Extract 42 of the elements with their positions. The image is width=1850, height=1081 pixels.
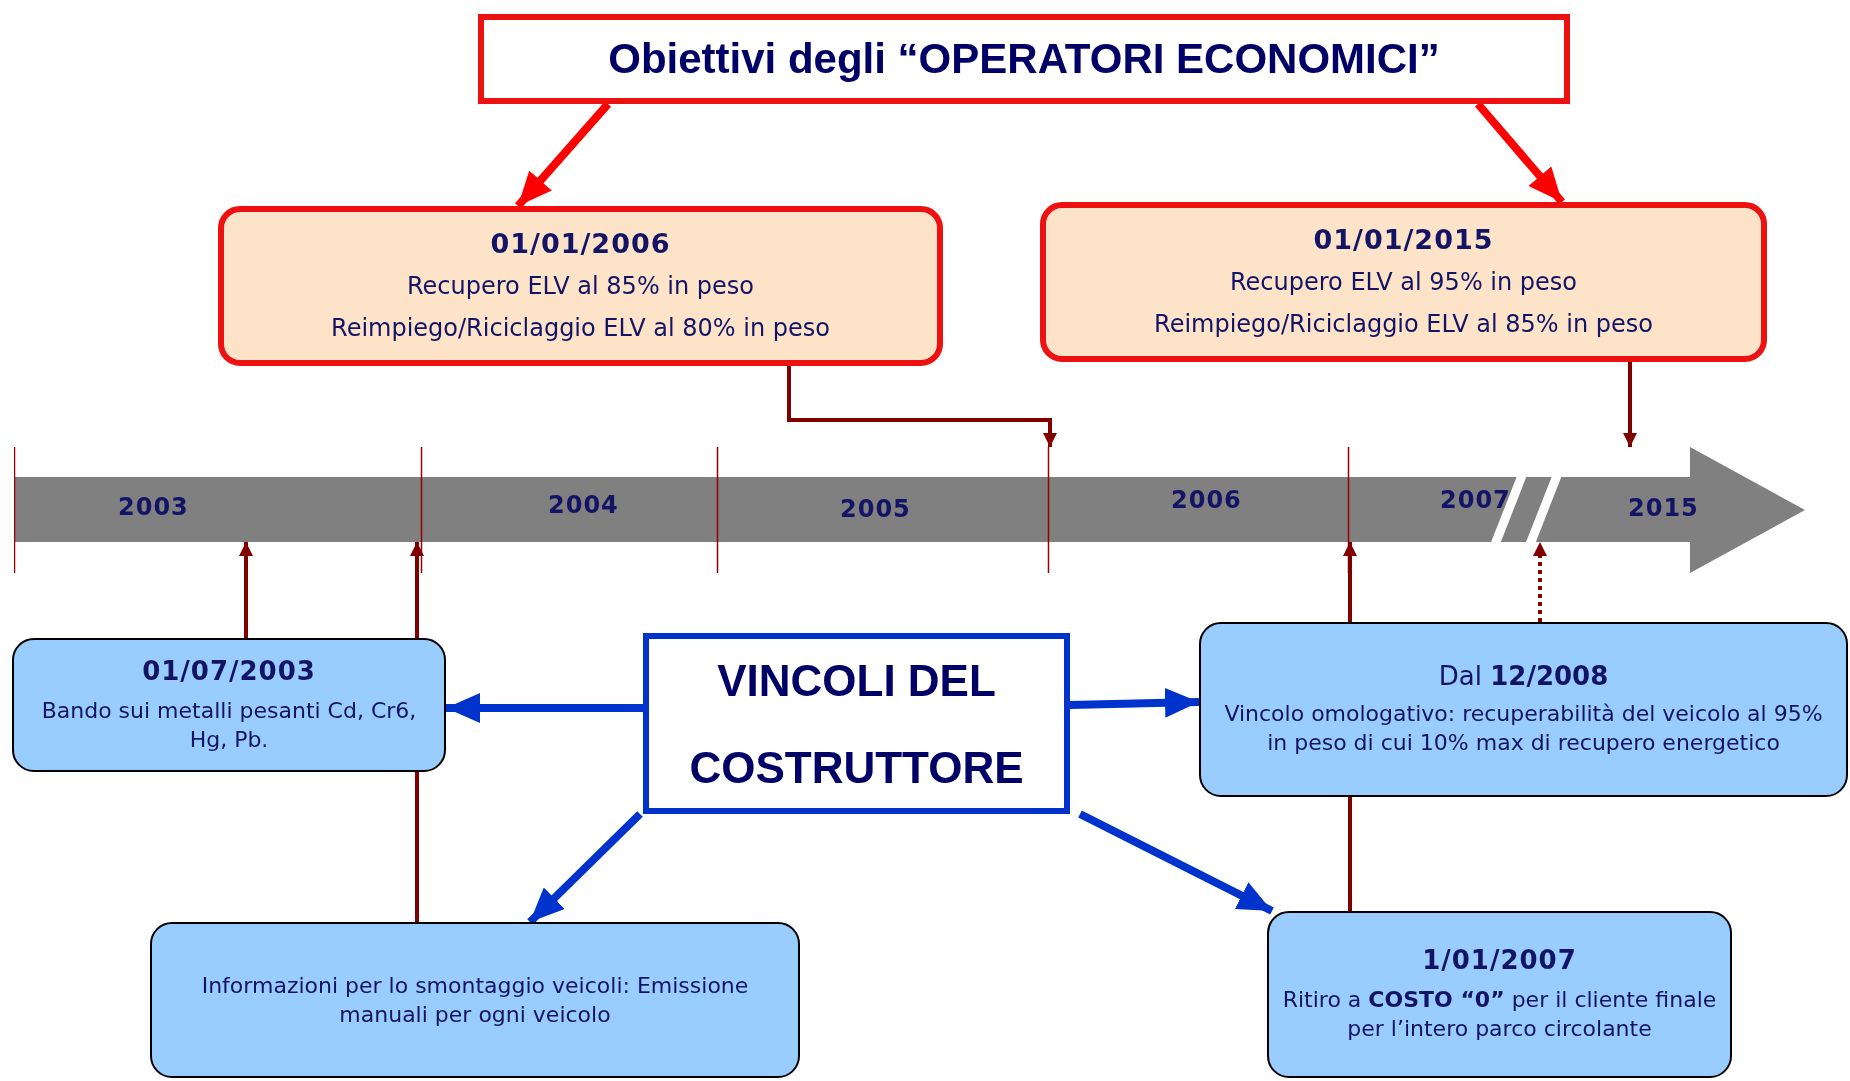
- arrow: [787, 366, 1057, 447]
- milestone-box: [1267, 911, 1732, 1078]
- body-text: Recupero ELV al 85% in peso: [406, 271, 754, 302]
- arrow: [527, 811, 643, 925]
- date-heading: 01/07/2003: [142, 656, 316, 686]
- year-label: 2015: [1628, 494, 1699, 522]
- body-text: Ritiro a COSTO “0” per il cliente finale per l’intero parco circolante: [1281, 986, 1718, 1043]
- year-label: 2003: [118, 493, 189, 521]
- arrow: [410, 542, 424, 638]
- heading-text: VINCOLI DEL COSTRUTTORE: [688, 654, 1025, 794]
- date-heading: 01/01/2015: [1313, 223, 1494, 257]
- title-box: [478, 14, 1570, 104]
- body-text: Bando sui metalli pesanti Cd, Cr6, Hg, Pb.: [40, 696, 418, 754]
- arrow: [515, 101, 611, 209]
- arrow: [446, 693, 643, 723]
- year-label: 2005: [840, 495, 911, 523]
- body-text: Reimpiego/Riciclaggio ELV al 80% in peso: [331, 313, 830, 344]
- arrow: [1078, 810, 1274, 915]
- body-text: Informazioni per lo smontaggio veicoli: Emissione manuali per ogni veicolo: [200, 972, 750, 1029]
- body-text: Recupero ELV al 95% in peso: [1229, 267, 1577, 298]
- arrow: [1069, 687, 1200, 718]
- arrow: [1533, 542, 1547, 622]
- body-text: Vincolo omologativo: recuperabilità del veicolo al 95% in peso di cui 10% max di recupero energetico: [1223, 700, 1824, 757]
- body-text: Reimpiego/Riciclaggio ELV al 85% in peso: [1154, 309, 1653, 340]
- arrow: [239, 542, 253, 638]
- milestone-box: [12, 638, 446, 772]
- arrow: [1343, 542, 1357, 622]
- date-heading: Dal 12/2008: [1438, 662, 1609, 691]
- timeline-arrow: [14, 447, 1805, 573]
- year-label: 2004: [548, 491, 619, 519]
- target-box: [218, 206, 943, 366]
- milestone-box: [150, 922, 800, 1078]
- year-label: 2006: [1171, 486, 1242, 514]
- arrow: [1623, 362, 1637, 447]
- target-box: [1040, 202, 1767, 362]
- title-text: Obiettivi degli “OPERATORI ECONOMICI”: [608, 35, 1440, 83]
- date-heading: 01/01/2006: [490, 227, 671, 261]
- arrow: [1474, 101, 1566, 205]
- year-label: 2007: [1440, 486, 1511, 514]
- constraint-box: [643, 633, 1070, 814]
- milestone-box: [1199, 622, 1848, 797]
- date-heading: 1/01/2007: [1422, 946, 1577, 975]
